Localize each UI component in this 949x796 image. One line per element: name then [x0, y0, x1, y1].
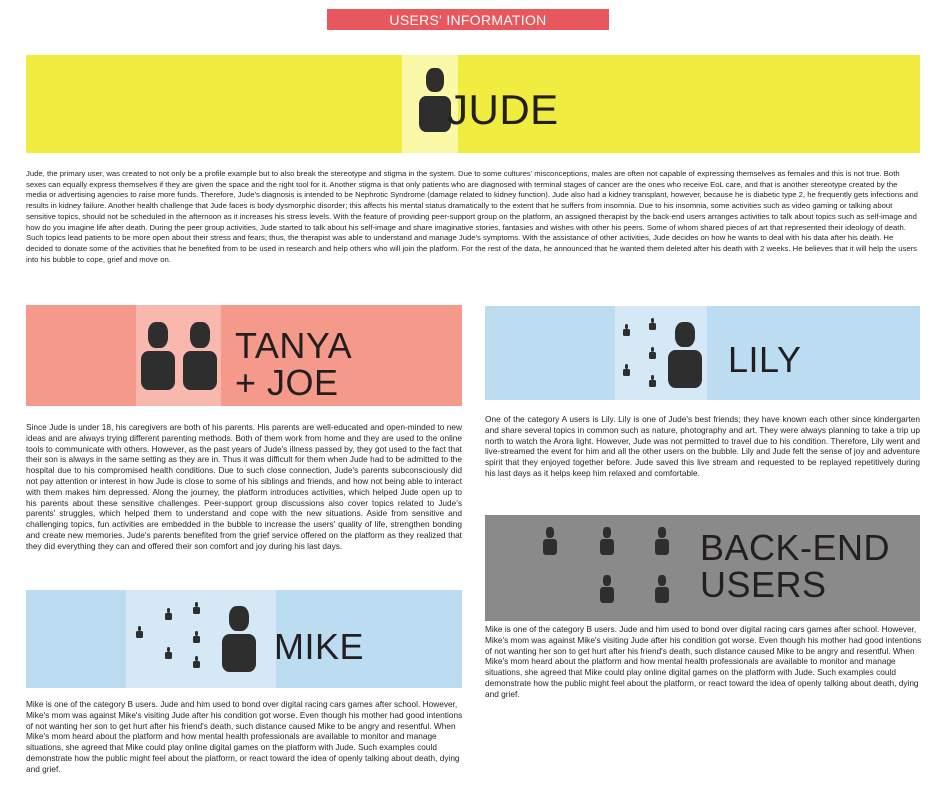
person-icon: [419, 68, 451, 132]
page-header-label: USERS' INFORMATION: [389, 11, 547, 28]
person-icon: [668, 322, 702, 388]
person-icon: [165, 647, 172, 659]
mike-banner: MIKE: [26, 590, 462, 688]
person-icon: [649, 318, 656, 330]
person-icon: [193, 602, 200, 614]
tanya-joe-description: Since Jude is under 18, his caregivers a…: [26, 422, 462, 551]
lily-title: LILY: [728, 339, 802, 380]
person-icon: [136, 626, 143, 638]
person-icon: [165, 608, 172, 620]
person-icon: [623, 364, 630, 376]
jude-title: JUDE: [447, 86, 559, 133]
backend-title-line1: BACK-END: [700, 527, 891, 568]
lily-banner: LILY: [485, 306, 920, 400]
backend-description: Mike is one of the category B users. Jud…: [485, 624, 922, 699]
mike-icon-group: [126, 590, 276, 688]
person-icon: [222, 606, 256, 672]
tanya-joe-title-line2: + JOE: [235, 362, 339, 403]
person-icon: [183, 322, 217, 390]
person-icon: [623, 324, 630, 336]
person-icon: [141, 322, 175, 390]
person-icon: [600, 575, 614, 603]
tanya-joe-title-line1: TANYA: [235, 325, 353, 366]
person-icon: [649, 347, 656, 359]
tanya-joe-banner: TANYA + JOE: [26, 305, 462, 406]
mike-title: MIKE: [274, 626, 365, 667]
backend-banner: BACK-END USERS: [485, 515, 920, 621]
person-icon: [655, 527, 669, 555]
person-icon: [543, 527, 557, 555]
person-icon: [649, 375, 656, 387]
page-header-tab: USERS' INFORMATION: [327, 9, 609, 30]
jude-description: Jude, the primary user, was created to n…: [26, 169, 918, 264]
mike-description: Mike is one of the category B users. Jud…: [26, 699, 463, 774]
person-icon: [600, 527, 614, 555]
person-icon: [193, 656, 200, 668]
jude-avatar-box: [402, 55, 458, 153]
jude-banner: JUDE: [26, 55, 920, 153]
lily-description: One of the category A users is Lily. Lil…: [485, 414, 920, 478]
lily-icon-group: [615, 306, 707, 400]
person-icon: [655, 575, 669, 603]
person-icon: [193, 631, 200, 643]
backend-title-line2: USERS: [700, 564, 827, 605]
tanya-joe-avatar-box: [136, 305, 221, 406]
